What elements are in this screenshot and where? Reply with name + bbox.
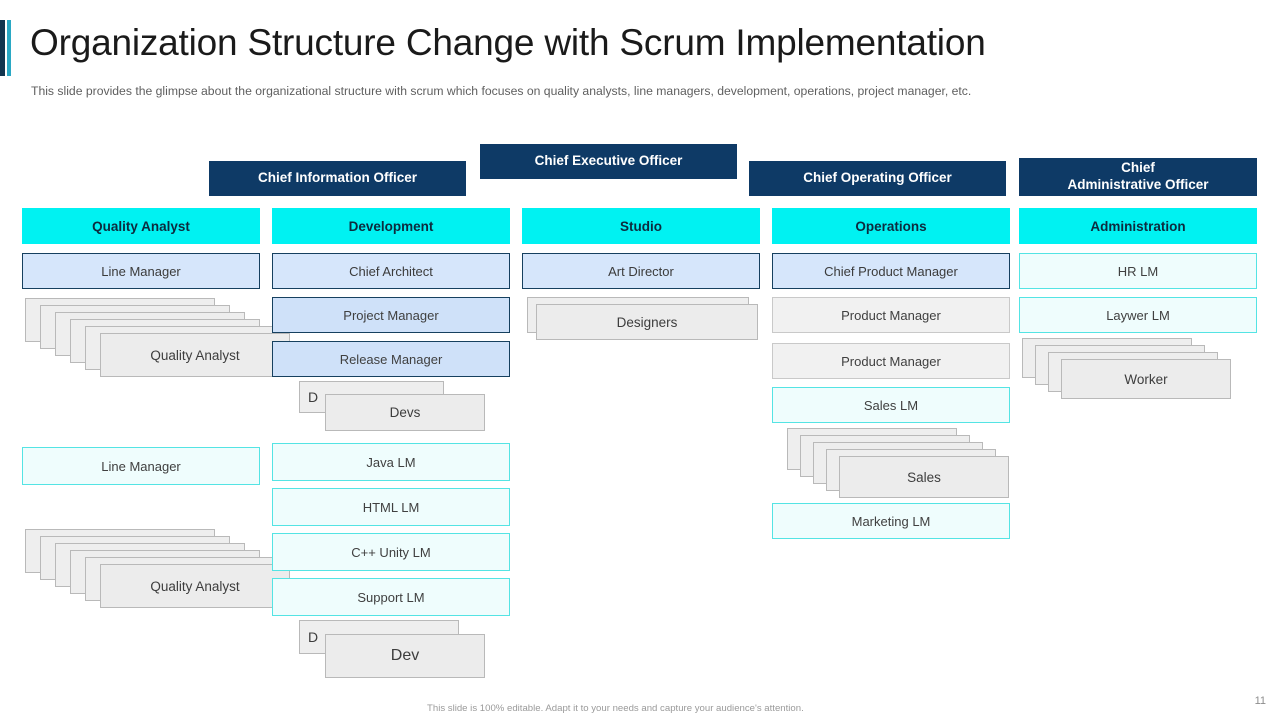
stack-label: Sales (907, 469, 941, 485)
exec-label-cao-line1: Chief (1121, 160, 1155, 176)
page-number: 11 (1254, 695, 1266, 707)
node-label: C++ Unity LM (351, 544, 431, 560)
stack-designers[interactable]: Designers (527, 297, 767, 347)
stack-back-label: D (308, 629, 319, 645)
exec-label-cao-line2: Administrative Officer (1067, 177, 1209, 192)
stack-card-front[interactable]: Dev (325, 634, 485, 678)
accent-stripe-navy (0, 20, 5, 76)
stack-label: Devs (389, 405, 421, 420)
node-label: Line Manager (101, 263, 181, 279)
stack-card-front[interactable]: Devs (325, 394, 485, 431)
stack-label: Dev (390, 647, 420, 664)
page-title: Organization Structure Change with Scrum… (30, 22, 986, 63)
node-hr-lm[interactable]: HR LM (1019, 253, 1257, 289)
stack-card-front[interactable]: Designers (536, 304, 758, 340)
dept-header-operations[interactable]: Operations (772, 208, 1010, 244)
dept-header-development[interactable]: Development (272, 208, 510, 244)
node-line-manager-2[interactable]: Line Manager (22, 447, 260, 485)
node-cpp-unity-lm[interactable]: C++ Unity LM (272, 533, 510, 571)
node-label: Product Manager (841, 353, 941, 369)
stack-devs[interactable]: D Devs (299, 381, 499, 441)
node-art-director[interactable]: Art Director (522, 253, 760, 289)
stack-card-front[interactable]: Sales (839, 456, 1009, 498)
node-java-lm[interactable]: Java LM (272, 443, 510, 481)
node-marketing-lm[interactable]: Marketing LM (772, 503, 1010, 539)
dept-label-operations: Operations (855, 218, 927, 234)
exec-label-coo: Chief Operating Officer (803, 170, 952, 186)
stack-worker[interactable]: Worker (1022, 338, 1237, 402)
node-support-lm[interactable]: Support LM (272, 578, 510, 616)
stack-label: Quality Analyst (150, 578, 240, 594)
exec-box-chief-executive-officer[interactable]: Chief Executive Officer (480, 144, 737, 179)
node-label: Product Manager (841, 307, 941, 323)
node-label: Support LM (357, 589, 425, 605)
node-sales-lm[interactable]: Sales LM (772, 387, 1010, 423)
node-label: Art Director (608, 263, 674, 279)
stack-card-front[interactable]: Worker (1061, 359, 1231, 399)
node-product-manager-2[interactable]: Product Manager (772, 343, 1010, 379)
node-html-lm[interactable]: HTML LM (272, 488, 510, 526)
page-subtitle: This slide provides the glimpse about th… (31, 84, 972, 98)
node-label: Marketing LM (851, 513, 931, 529)
dept-label-quality-analyst: Quality Analyst (92, 218, 190, 234)
node-label: HTML LM (362, 499, 420, 515)
node-product-manager-1[interactable]: Product Manager (772, 297, 1010, 333)
node-release-manager[interactable]: Release Manager (272, 341, 510, 377)
node-project-manager[interactable]: Project Manager (272, 297, 510, 333)
node-label: Sales LM (863, 397, 919, 413)
exec-box-chief-information-officer[interactable]: Chief Information Officer (209, 161, 466, 196)
node-label: Line Manager (101, 458, 181, 474)
stack-label: Quality Analyst (150, 347, 240, 363)
dept-header-studio[interactable]: Studio (522, 208, 760, 244)
stack-label: Designers (616, 314, 678, 330)
stack-dev[interactable]: D Dev (299, 620, 499, 682)
node-label: HR LM (1117, 263, 1159, 279)
stack-back-label: D (308, 389, 319, 405)
exec-box-chief-administrative-officer[interactable]: Chief Administrative Officer (1019, 158, 1257, 196)
exec-label-cio: Chief Information Officer (257, 170, 417, 186)
node-line-manager-1[interactable]: Line Manager (22, 253, 260, 289)
exec-box-chief-operating-officer[interactable]: Chief Operating Officer (749, 161, 1006, 196)
dept-label-development: Development (348, 218, 434, 234)
dept-header-administration[interactable]: Administration (1019, 208, 1257, 244)
node-label: Chief Architect (349, 263, 433, 279)
stack-quality-analyst-2[interactable]: Quality Analyst (25, 529, 290, 611)
node-laywer-lm[interactable]: Laywer LM (1019, 297, 1257, 333)
stack-sales[interactable]: Sales (787, 428, 1009, 498)
title-accent-bar (0, 20, 14, 76)
dept-header-quality-analyst[interactable]: Quality Analyst (22, 208, 260, 244)
dept-label-studio: Studio (620, 218, 662, 234)
node-chief-architect[interactable]: Chief Architect (272, 253, 510, 289)
node-label: Laywer LM (1106, 307, 1170, 323)
footer-note: This slide is 100% editable. Adapt it to… (427, 703, 804, 714)
accent-stripe-cyan (7, 20, 11, 76)
node-label: Project Manager (343, 307, 439, 323)
dept-label-administration: Administration (1090, 218, 1186, 234)
node-chief-product-manager[interactable]: Chief Product Manager (772, 253, 1010, 289)
stack-card-front[interactable]: Quality Analyst (100, 564, 290, 608)
node-label: Java LM (366, 454, 416, 470)
stack-quality-analyst-1[interactable]: Quality Analyst (25, 298, 290, 380)
accent-stripe-gap (5, 20, 7, 76)
stack-label: Worker (1124, 371, 1168, 387)
exec-label-ceo: Chief Executive Officer (534, 153, 683, 169)
node-label: Release Manager (339, 351, 443, 367)
stack-card-front[interactable]: Quality Analyst (100, 333, 290, 377)
node-label: Chief Product Manager (824, 263, 958, 279)
